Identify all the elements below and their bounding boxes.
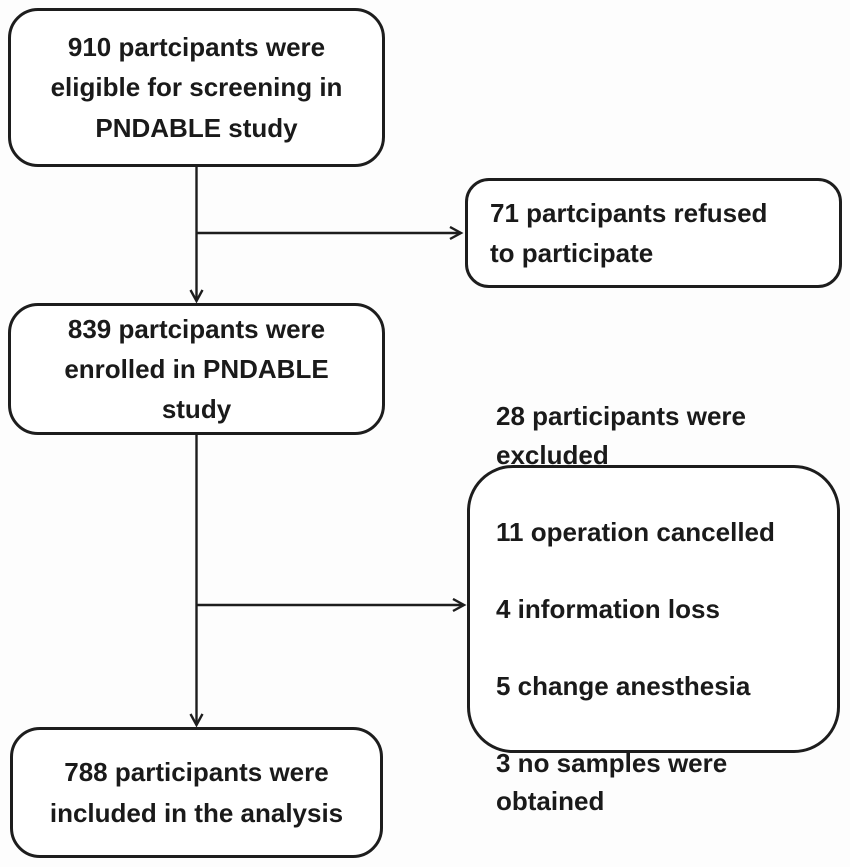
excluded-reason-no-samples: 3 no samples were obtained xyxy=(496,747,728,817)
excluded-reason-total: 28 participants were excluded xyxy=(496,401,746,470)
excluded-reason-operation-cancelled: 11 operation cancelled xyxy=(496,516,775,547)
box-included-in-analysis: 788 participants were included in the an… xyxy=(10,727,383,858)
box-eligible-for-screening: 910 partcipants were eligible for screen… xyxy=(8,8,385,167)
box-excluded: 28 participants were excluded 11 operati… xyxy=(467,401,840,816)
excluded-reason-information-loss: 4 information loss xyxy=(496,593,720,624)
excluded-reason-change-anesthesia: 5 change anesthesia xyxy=(496,670,751,701)
box-eligible-text: 910 partcipants were eligible for screen… xyxy=(50,32,343,143)
box-excluded-text: 28 participants were excluded 11 operati… xyxy=(496,359,775,859)
box-enrolled-text: 839 partcipants were enrolled in PNDABLE… xyxy=(64,313,329,425)
box-refused-to-participate: 71 partcipants refused to participate xyxy=(465,178,842,288)
box-enrolled: 839 partcipants were enrolled in PNDABLE… xyxy=(8,303,385,435)
box-analyzed-text: 788 participants were included in the an… xyxy=(49,757,344,828)
box-refused-text: 71 partcipants refused to participate xyxy=(490,197,768,268)
